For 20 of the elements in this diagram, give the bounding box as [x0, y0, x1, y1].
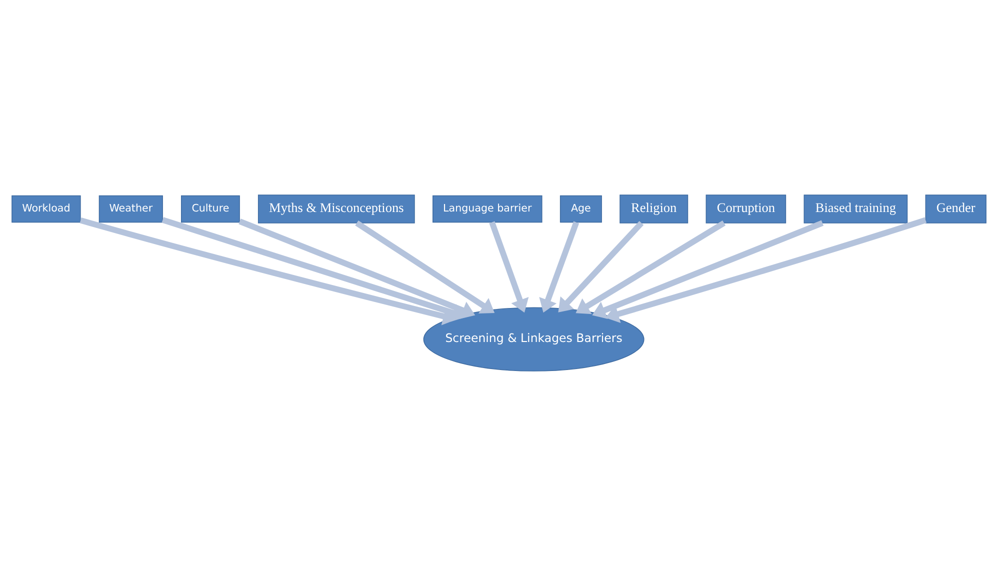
node-box: Corruption	[705, 194, 786, 224]
node-box: Weather	[98, 195, 162, 223]
arrow	[575, 220, 726, 314]
arrow	[354, 220, 494, 314]
node-box: Myths & Misconceptions	[257, 194, 414, 224]
node-box: Language barrier	[432, 195, 542, 223]
node-box: Religion	[619, 194, 688, 224]
arrow	[592, 220, 824, 319]
node-box: Age	[559, 195, 602, 223]
arrow	[238, 218, 475, 319]
arrow	[488, 221, 528, 313]
node-box: Biased training	[803, 194, 908, 224]
node-box: Workload	[11, 195, 80, 223]
arrow	[161, 217, 466, 322]
arrow	[604, 217, 926, 323]
arrow	[538, 221, 579, 313]
node-box: Culture	[180, 195, 240, 223]
node-box: Gender	[924, 194, 986, 224]
arrow	[79, 218, 456, 326]
arrow	[558, 221, 644, 312]
